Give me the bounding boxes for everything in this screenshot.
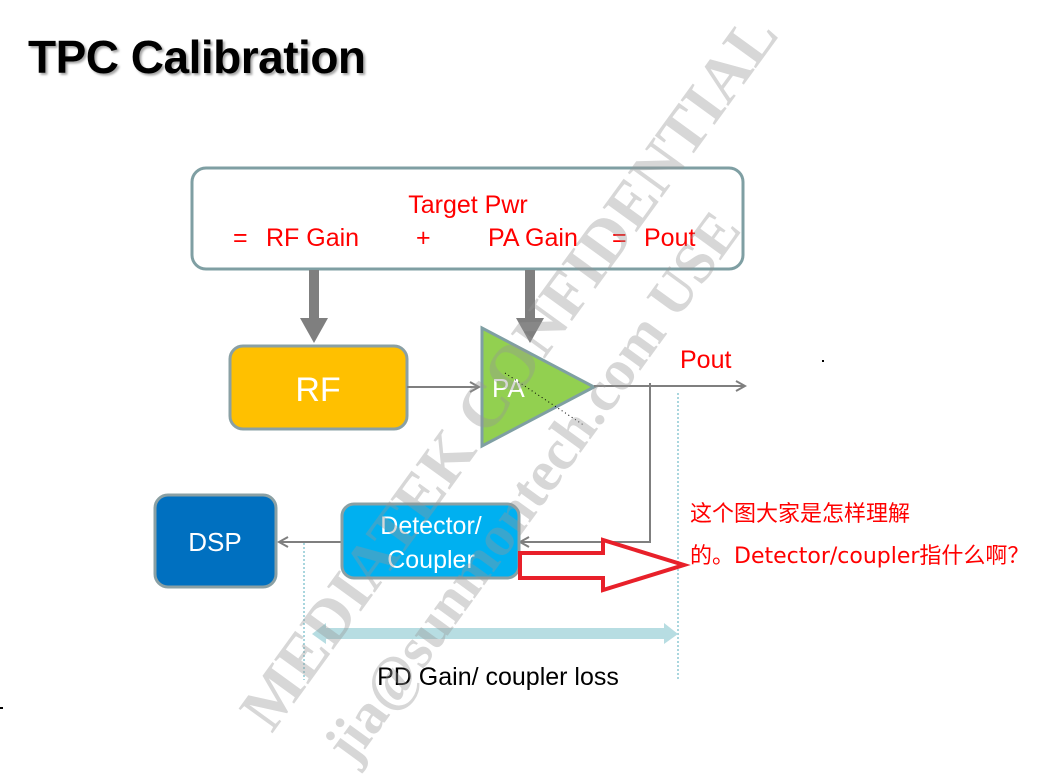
pout-label: Pout [680,346,731,374]
formula-pout: Pout [644,224,695,252]
formula-eq2: = [612,224,627,252]
detector-coupler-block [340,502,521,580]
dsp-label: DSP [188,527,241,557]
detector-label-line2: Coupler [387,546,475,574]
formula-pa-gain: PA Gain [488,224,578,252]
pa-label: PA [492,373,525,403]
range-double-arrow [312,623,678,644]
feedback-path [520,383,651,542]
formula-eq1: = [233,224,248,252]
stray-mark [0,707,3,709]
range-label: PD Gain/ coupler loss [377,663,619,691]
formula-rf-gain: RF Gain [266,224,359,252]
annotation-line1: 这个图大家是怎样理解 [690,502,911,527]
formula-box [190,166,745,271]
stray-dot [822,360,824,362]
detector-label-line1: Detector/ [380,512,481,540]
formula-line1: Target Pwr [408,191,527,219]
rf-label: RF [295,371,340,409]
question-annotation: 这个图大家是怎样理解 的。Detector/coupler指什么啊？ [690,494,1029,578]
annotation-line2: 的。Detector/coupler指什么啊？ [690,544,1030,569]
tpc-diagram: Target Pwr = RF Gain + PA Gain = Pout RF… [0,166,824,709]
slide-title: TPC Calibration [28,31,366,83]
formula-plus: + [416,224,431,252]
rf-control-arrow [300,270,328,343]
dsp-block [153,493,278,589]
callout-arrow [518,537,691,593]
pa-amplifier [480,325,598,449]
pa-control-arrow [516,270,544,343]
